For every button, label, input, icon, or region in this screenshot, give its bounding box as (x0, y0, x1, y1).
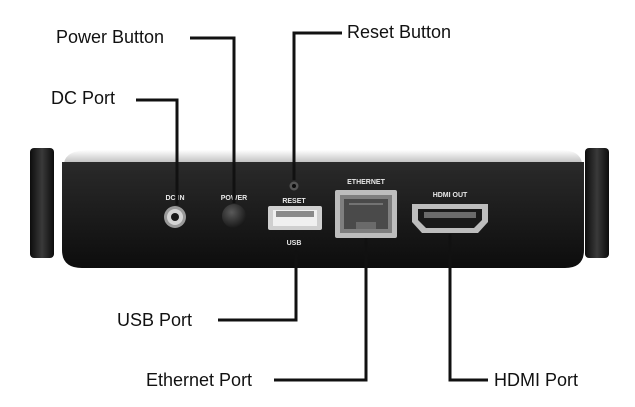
leader-lines (136, 31, 488, 382)
reset-pinhole (289, 181, 299, 191)
dc-in-text: DC IN (165, 195, 184, 202)
power-button (222, 204, 246, 228)
ethernet-port (335, 190, 397, 238)
dc-leader-line (136, 98, 179, 205)
ethernet-port-label: Ethernet Port (146, 370, 253, 390)
ethernet-text: ETHERNET (347, 179, 385, 186)
right-antenna (585, 148, 609, 258)
usb-port (268, 206, 322, 230)
dc-port-label: DC Port (51, 88, 116, 108)
reset-leader-line (292, 31, 342, 180)
power-button-label: Power Button (56, 27, 165, 47)
hdmi-port-label: HDMI Port (494, 370, 579, 390)
reset-button-label: Reset Button (347, 22, 452, 42)
usb-leader-line (218, 250, 298, 322)
power-leader-line (190, 36, 236, 203)
reset-text: RESET (282, 198, 306, 205)
hdmi-port (412, 204, 488, 233)
device-top-cover (64, 150, 582, 163)
usb-text: USB (287, 240, 302, 247)
usb-port-label: USB Port (117, 310, 193, 330)
hdmi-leader-line (448, 234, 488, 382)
device-body (62, 162, 584, 268)
left-antenna (30, 148, 54, 258)
ethernet-leader-line (274, 238, 368, 382)
hdmi-out-text: HDMI OUT (433, 192, 468, 199)
dc-in-jack (164, 206, 186, 228)
